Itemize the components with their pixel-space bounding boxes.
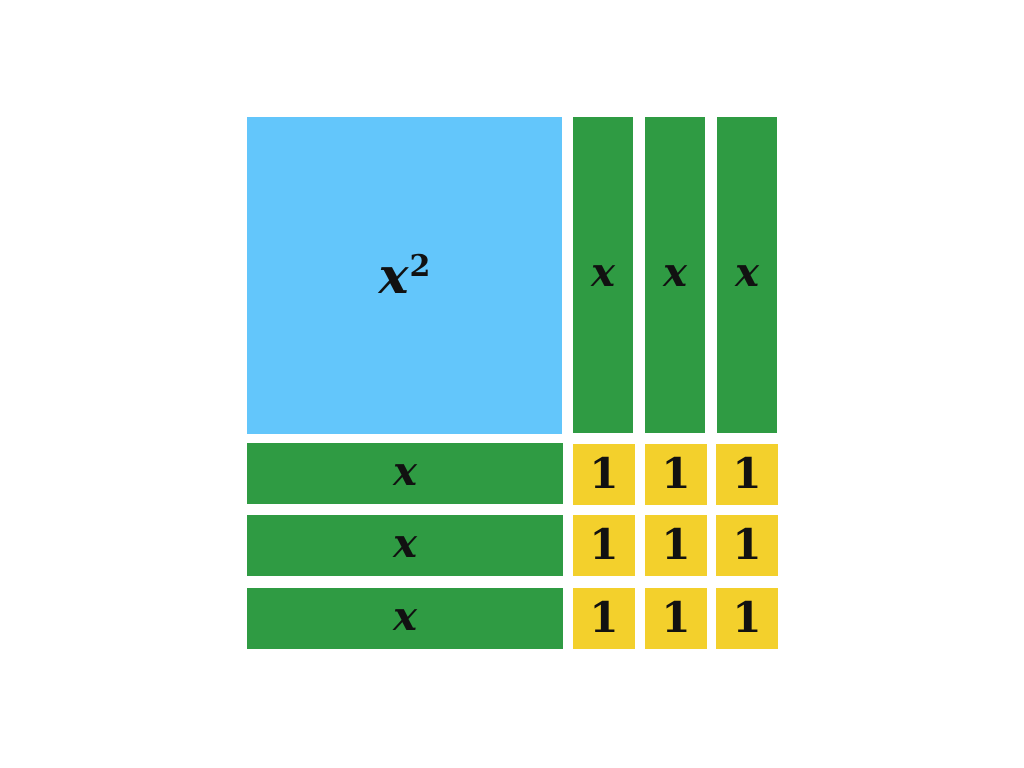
x-squared-tile: x2 [247,117,562,434]
x-tile-horizontal-1: x [247,443,563,504]
unit-tile-9: 1 [716,588,778,649]
unit-label: 1 [732,448,762,498]
x-squared-exponent: 2 [409,249,431,284]
x-label: x [393,447,417,495]
unit-tile-5: 1 [645,515,707,576]
unit-label: 1 [732,592,762,642]
unit-label: 1 [589,592,619,642]
unit-tile-3: 1 [716,444,778,505]
x-label: x [393,592,417,640]
unit-label: 1 [732,519,762,569]
unit-label: 1 [589,448,619,498]
x-tile-horizontal-3: x [247,588,563,649]
unit-label: 1 [661,448,691,498]
x-tile-vertical-2: x [645,117,705,433]
x-tile-horizontal-2: x [247,515,563,576]
unit-label: 1 [661,519,691,569]
x-squared-base: x [378,245,409,305]
x-label: x [393,519,417,567]
x-tile-vertical-1: x [573,117,633,433]
unit-tile-7: 1 [573,588,635,649]
unit-tile-8: 1 [645,588,707,649]
unit-label: 1 [589,519,619,569]
unit-tile-1: 1 [573,444,635,505]
unit-tile-4: 1 [573,515,635,576]
unit-tile-6: 1 [716,515,778,576]
x-label: x [663,249,687,296]
unit-label: 1 [661,592,691,642]
x-tile-vertical-3: x [717,117,777,433]
x-label: x [735,249,759,296]
unit-tile-2: 1 [645,444,707,505]
x-label: x [591,249,615,296]
x-squared-label: x2 [379,249,431,301]
